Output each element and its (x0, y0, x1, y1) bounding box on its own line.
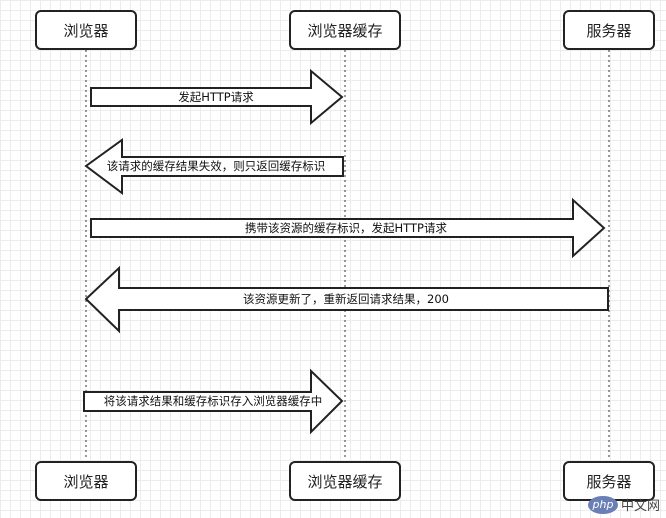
actor-server-top: 服务器 (563, 10, 655, 50)
message-arrow-1: 发起HTTP请求 (90, 68, 344, 126)
watermark-badge: php (587, 495, 618, 514)
message-arrow-5: 将该请求结果和缓存标识存入浏览器缓存中 (83, 368, 344, 435)
message-label-2: 该请求的缓存结果失效，则只返回缓存标识 (107, 159, 326, 173)
actor-cache-bottom: 浏览器缓存 (289, 461, 401, 501)
actor-browser-top: 浏览器 (35, 10, 137, 50)
message-arrow-4: 该资源更新了，重新返回请求结果，200 (84, 265, 609, 334)
message-label-5: 将该请求结果和缓存标识存入浏览器缓存中 (104, 394, 323, 408)
message-arrow-3: 携带该资源的缓存标识，发起HTTP请求 (90, 197, 606, 259)
actor-browser-bottom: 浏览器 (35, 461, 137, 501)
message-arrow-2: 该请求的缓存结果失效，则只返回缓存标识 (84, 138, 344, 195)
actor-cache-top: 浏览器缓存 (289, 10, 401, 50)
message-label-1: 发起HTTP请求 (178, 90, 254, 104)
message-label-3: 携带该资源的缓存标识，发起HTTP请求 (245, 221, 447, 235)
message-label-4: 该资源更新了，重新返回请求结果，200 (243, 292, 449, 306)
watermark: php 中文网 (587, 495, 660, 514)
watermark-text: 中文网 (620, 499, 660, 514)
